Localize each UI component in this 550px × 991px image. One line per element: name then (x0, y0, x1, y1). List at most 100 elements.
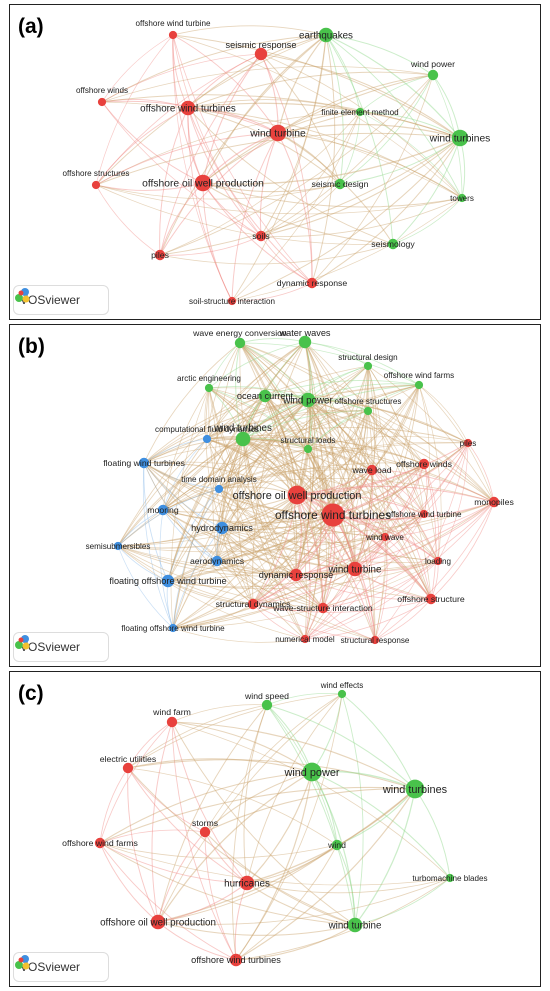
edge (246, 877, 451, 894)
node-a-offwinds[interactable] (97, 97, 107, 107)
node-a-wt[interactable] (269, 124, 287, 142)
edge (304, 341, 420, 386)
edge (260, 53, 313, 284)
node-b-fowt2[interactable] (168, 623, 178, 633)
node-a-soils[interactable] (255, 230, 267, 242)
node-a-towers[interactable] (457, 193, 467, 203)
node-label: wind turbine (328, 564, 382, 575)
edge (260, 53, 461, 139)
edge (157, 704, 268, 923)
node-a-wts[interactable] (451, 129, 469, 147)
node-c-windfarm[interactable] (166, 716, 178, 728)
node-b-ocean[interactable] (258, 389, 272, 403)
node-a-ssi[interactable] (227, 296, 237, 306)
edge (101, 99, 189, 109)
node-b-dynresp[interactable] (289, 568, 303, 582)
node-b-wec[interactable] (234, 337, 246, 349)
node-b-structloads[interactable] (303, 444, 313, 454)
edge (266, 704, 356, 926)
edge (218, 488, 356, 570)
node-c-windeffects[interactable] (337, 689, 347, 699)
node-b-owts[interactable] (321, 503, 345, 527)
node-b-hydro[interactable] (215, 521, 229, 535)
node-label: wind turbines (429, 134, 491, 145)
node-b-floatingwts[interactable] (138, 457, 150, 469)
node-c-oowp[interactable] (150, 914, 166, 930)
node-a-windpower[interactable] (427, 69, 439, 81)
node-c-owts[interactable] (229, 953, 243, 967)
node-a-dynresp[interactable] (306, 277, 318, 289)
node-b-offstructs[interactable] (363, 406, 373, 416)
edge (187, 53, 262, 109)
edge (143, 365, 369, 464)
node-b-waterwaves[interactable] (298, 335, 312, 349)
node-c-wind[interactable] (331, 839, 343, 851)
node-b-mooring[interactable] (157, 504, 169, 516)
node-b-owfarms[interactable] (414, 380, 424, 390)
node-b-fowt[interactable] (161, 574, 175, 588)
node-b-windwave[interactable] (380, 532, 390, 542)
edge (216, 438, 244, 562)
node-b-offwinds[interactable] (418, 458, 430, 470)
edge (167, 568, 356, 588)
edge (95, 184, 463, 215)
node-b-owt[interactable] (419, 509, 429, 519)
edge (99, 842, 159, 923)
node-b-wsi[interactable] (317, 602, 329, 614)
node-c-turbo[interactable] (445, 873, 455, 883)
node-b-cfd[interactable] (202, 434, 212, 444)
vosviewer-brand: VOSviewer (20, 293, 81, 307)
node-c-wt[interactable] (347, 917, 363, 933)
edge (202, 182, 341, 193)
node-a-owt-small[interactable] (168, 30, 178, 40)
edge (117, 384, 420, 547)
node-b-loading[interactable] (433, 556, 443, 566)
node-b-oowp[interactable] (287, 485, 307, 505)
node-a-piles[interactable] (154, 249, 166, 261)
edge (167, 560, 439, 590)
node-b-waveload[interactable] (366, 464, 378, 476)
node-a-sdesign[interactable] (334, 178, 346, 190)
node-label: piles (460, 439, 477, 448)
node-b-arctic[interactable] (204, 383, 214, 393)
edge (246, 771, 313, 884)
node-b-windpower[interactable] (300, 392, 316, 408)
edge (172, 34, 279, 134)
node-b-offstruct[interactable] (425, 593, 437, 605)
node-b-structdesign[interactable] (363, 361, 373, 371)
node-c-storms[interactable] (199, 826, 211, 838)
edge (162, 438, 208, 511)
node-c-windspeed[interactable] (261, 699, 273, 711)
edge (187, 107, 341, 185)
node-b-wts[interactable] (235, 431, 251, 447)
node-b-aero[interactable] (211, 555, 223, 567)
node-b-wt[interactable] (347, 561, 363, 577)
node-c-owfarms[interactable] (94, 837, 106, 849)
node-b-structresp[interactable] (370, 635, 380, 645)
node-c-wts[interactable] (405, 779, 425, 799)
node-a-oowp[interactable] (194, 174, 212, 192)
node-b-structdyn[interactable] (247, 598, 259, 610)
node-b-tda[interactable] (214, 484, 224, 494)
edge (206, 438, 334, 516)
node-c-windpower[interactable] (302, 762, 322, 782)
edge (101, 101, 262, 237)
node-a-eq[interactable] (318, 27, 334, 43)
edge (218, 488, 297, 576)
node-b-nummodel[interactable] (300, 634, 310, 644)
node-a-seismology[interactable] (387, 238, 399, 250)
node-a-fem[interactable] (355, 107, 365, 117)
node-c-hurricanes[interactable] (239, 875, 255, 891)
edge (252, 399, 309, 605)
node-b-monopiles[interactable] (488, 496, 500, 508)
node-label: wind farm (152, 707, 191, 717)
node-c-electric[interactable] (122, 762, 134, 774)
node-a-owts[interactable] (180, 100, 196, 116)
node-a-seismic[interactable] (254, 47, 268, 61)
node-a-offstruct[interactable] (91, 180, 101, 190)
edge (202, 137, 461, 185)
edge (204, 831, 356, 926)
node-b-piles[interactable] (463, 438, 473, 448)
node-b-semisub[interactable] (113, 541, 123, 551)
